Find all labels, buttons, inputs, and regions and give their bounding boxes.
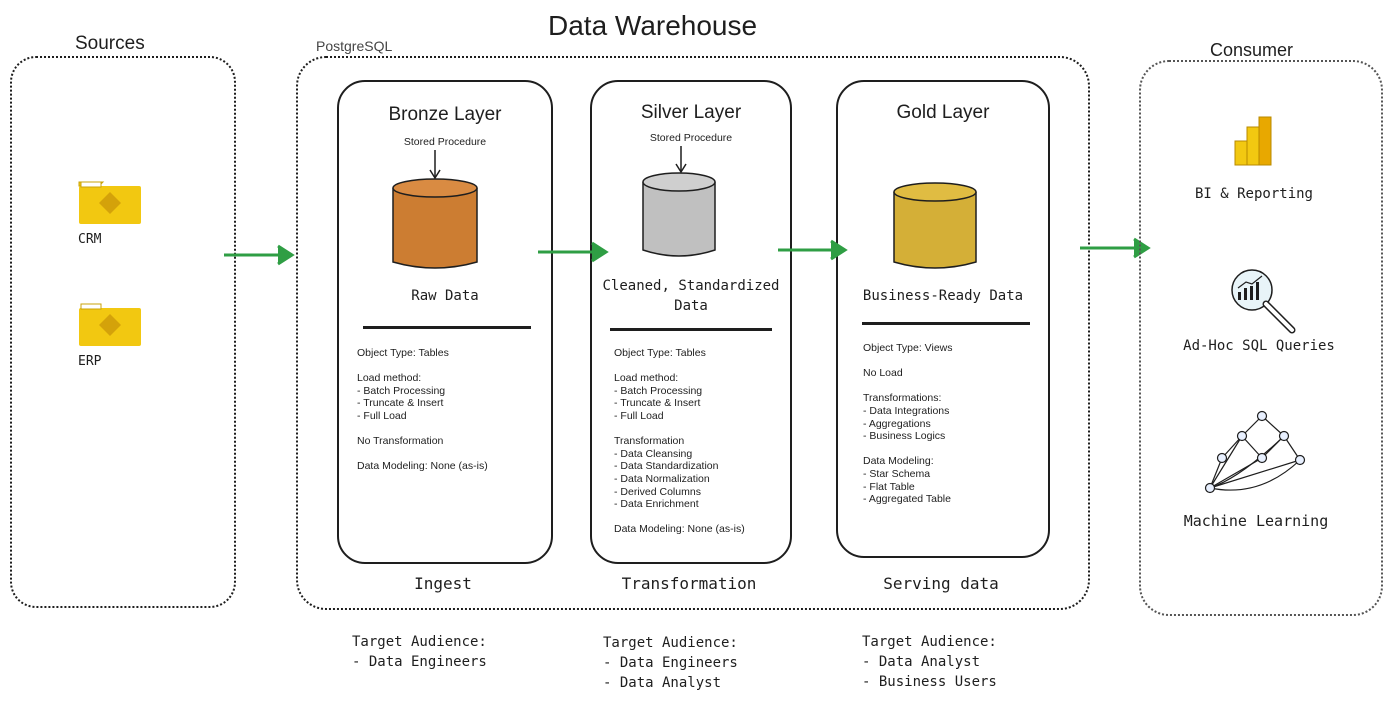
bronze-details: Object Type: Tables Load method: - Batch… xyxy=(357,347,488,473)
arrow-silver-to-gold xyxy=(778,239,848,261)
arrow-gold-to-consumer xyxy=(1080,237,1151,259)
gold-database-icon xyxy=(893,182,977,269)
machine-learning-label: Machine Learning xyxy=(1183,512,1329,530)
bronze-layer-card: Bronze Layer Stored Procedure Raw Data O… xyxy=(337,80,553,564)
bronze-procedure-label: Stored Procedure xyxy=(403,136,487,148)
silver-details: Object Type: Tables Load method: - Batch… xyxy=(614,347,745,536)
silver-layer-title: Silver Layer xyxy=(640,102,742,123)
bronze-database-icon xyxy=(392,178,478,269)
bi-reporting-label: BI & Reporting xyxy=(1194,186,1313,202)
silver-procedure-label: Stored Procedure xyxy=(649,132,733,144)
diagram-title: Data Warehouse xyxy=(548,10,758,41)
gold-layer-card: Gold Layer Business-Ready Data Object Ty… xyxy=(836,80,1050,558)
erp-folder-icon xyxy=(77,302,143,353)
arrow-sources-to-bronze xyxy=(224,244,295,266)
bronze-down-arrow xyxy=(429,150,441,180)
warehouse-container xyxy=(296,56,1090,610)
gold-footer: Serving data xyxy=(883,574,999,593)
bronze-layer-title: Bronze Layer xyxy=(388,104,502,125)
crm-label: CRM xyxy=(78,232,102,247)
silver-layer-card: Silver Layer Stored Procedure Cleaned, S… xyxy=(590,80,792,564)
sources-container xyxy=(10,56,236,608)
bar-chart-icon xyxy=(1234,116,1272,166)
consumer-title: Consumer xyxy=(1210,40,1294,60)
consumer-container xyxy=(1139,60,1383,616)
gold-layer-title: Gold Layer xyxy=(896,102,990,123)
gold-description: Business-Ready Data xyxy=(862,288,1024,304)
gold-divider xyxy=(862,322,1030,325)
crm-folder-icon xyxy=(77,180,143,231)
silver-footer: Transformation xyxy=(621,574,757,593)
platform-label: PostgreSQL xyxy=(316,38,393,54)
gold-audience: Target Audience: - Data Analyst - Busine… xyxy=(862,634,997,690)
silver-down-arrow xyxy=(675,146,687,174)
silver-description: Cleaned, Standardized Data xyxy=(602,278,780,314)
neural-network-icon xyxy=(1204,410,1306,494)
silver-divider xyxy=(610,328,772,331)
bronze-description: Raw Data xyxy=(411,288,479,304)
silver-database-icon xyxy=(642,172,716,257)
magnifier-chart-icon xyxy=(1231,269,1296,334)
arrow-bronze-to-silver xyxy=(538,241,609,263)
gold-details: Object Type: Views No Load Transformatio… xyxy=(863,342,953,506)
adhoc-sql-label: Ad-Hoc SQL Queries xyxy=(1183,338,1335,354)
bronze-footer: Ingest xyxy=(414,574,472,593)
erp-label: ERP xyxy=(78,354,102,369)
bronze-divider xyxy=(363,326,531,329)
sources-title: Sources xyxy=(75,33,145,54)
silver-audience: Target Audience: - Data Engineers - Data… xyxy=(603,635,738,691)
bronze-audience: Target Audience: - Data Engineers xyxy=(352,634,487,670)
